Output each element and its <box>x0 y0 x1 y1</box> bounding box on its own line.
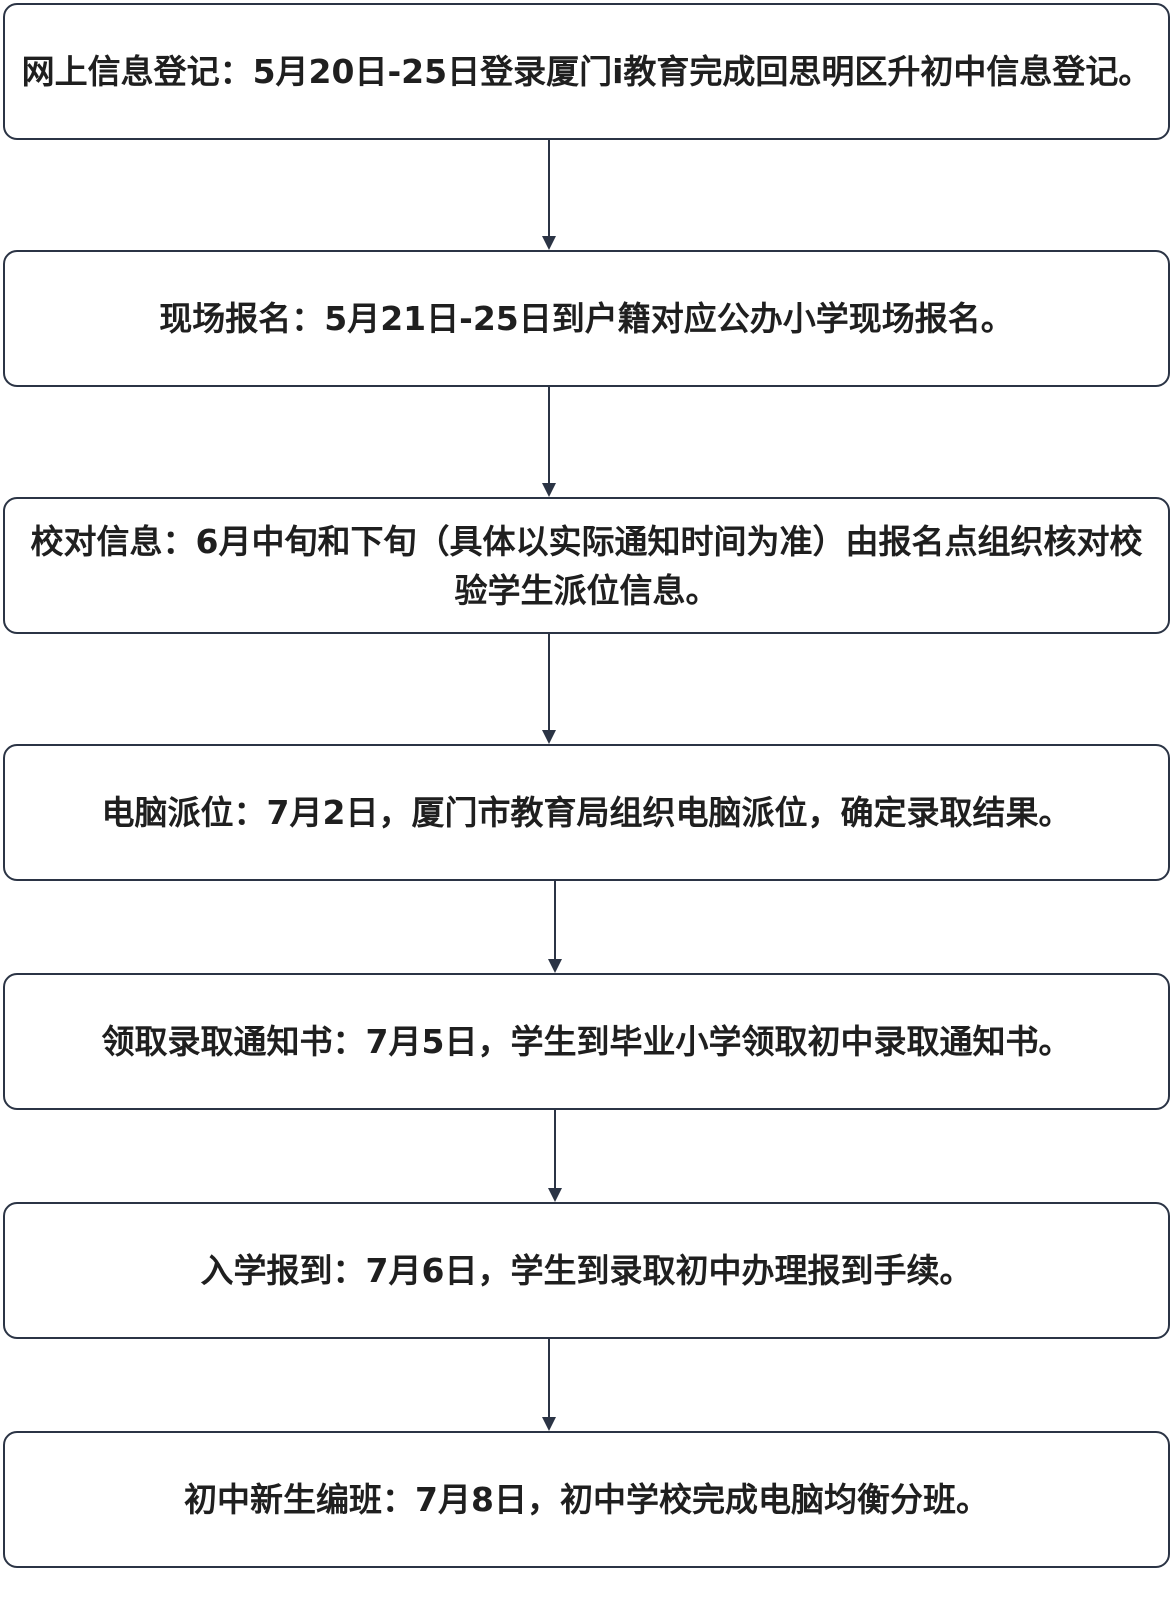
arrow-connector <box>545 1110 565 1202</box>
step-school-enrollment-text: 入学报到：7月6日，学生到录取初中办理报到手续。 <box>200 1251 973 1290</box>
step-computer-allocation-text: 电脑派位：7月2日，厦门市教育局组织电脑派位，确定录取结果。 <box>101 793 1072 832</box>
step-verify-information-text: 校对信息：6月中旬和下旬（具体以实际通知时间为准）由报名点组织核对校验学生派位信… <box>30 521 1143 610</box>
arrow-head-icon <box>542 483 556 497</box>
step-onsite-registration: 现场报名：5月21日-25日到户籍对应公办小学现场报名。 <box>3 250 1170 387</box>
arrow-head-icon <box>542 1417 556 1431</box>
arrow-connector <box>545 881 565 973</box>
arrow-connector <box>539 387 559 497</box>
step-verify-information: 校对信息：6月中旬和下旬（具体以实际通知时间为准）由报名点组织核对校验学生派位信… <box>3 497 1170 634</box>
step-class-assignment-text: 初中新生编班：7月8日，初中学校完成电脑均衡分班。 <box>184 1480 989 1519</box>
step-online-registration: 网上信息登记：5月20日-25日登录厦门i教育完成回思明区升初中信息登记。 <box>3 3 1170 140</box>
step-admission-notice: 领取录取通知书：7月5日，学生到毕业小学领取初中录取通知书。 <box>3 973 1170 1110</box>
step-class-assignment: 初中新生编班：7月8日，初中学校完成电脑均衡分班。 <box>3 1431 1170 1568</box>
arrow-connector <box>539 634 559 744</box>
arrow-head-icon <box>548 959 562 973</box>
step-online-registration-text: 网上信息登记：5月20日-25日登录厦门i教育完成回思明区升初中信息登记。 <box>21 52 1152 91</box>
step-school-enrollment: 入学报到：7月6日，学生到录取初中办理报到手续。 <box>3 1202 1170 1339</box>
step-admission-notice-text: 领取录取通知书：7月5日，学生到毕业小学领取初中录取通知书。 <box>101 1022 1072 1061</box>
arrow-connector <box>539 140 559 250</box>
arrow-connector <box>539 1339 559 1431</box>
arrow-head-icon <box>548 1188 562 1202</box>
step-computer-allocation: 电脑派位：7月2日，厦门市教育局组织电脑派位，确定录取结果。 <box>3 744 1170 881</box>
arrow-head-icon <box>542 236 556 250</box>
step-onsite-registration-text: 现场报名：5月21日-25日到户籍对应公办小学现场报名。 <box>159 299 1014 338</box>
arrow-head-icon <box>542 730 556 744</box>
